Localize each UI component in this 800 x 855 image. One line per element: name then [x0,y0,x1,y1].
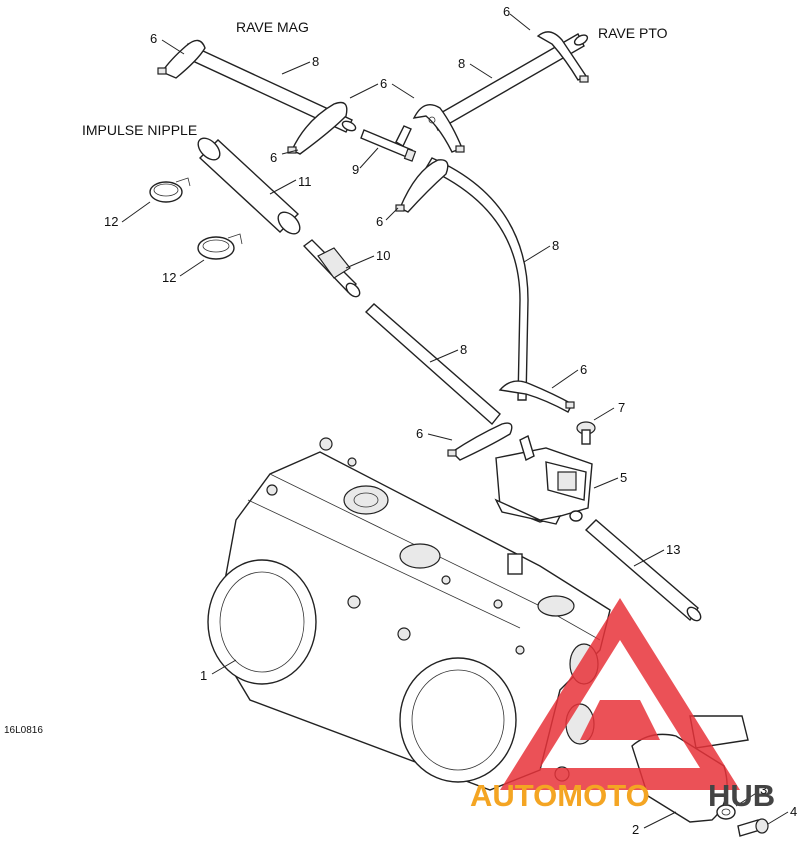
callout-6: 6 [580,362,587,377]
hose-13 [584,519,702,622]
clamp-12-b [197,233,243,260]
callout-6: 6 [416,426,423,441]
nipple-10 [302,239,361,298]
callout-5: 5 [620,470,627,485]
screw-7 [576,421,596,445]
callout-6: 6 [150,31,157,46]
label-rave-pto: RAVE PTO [598,25,668,41]
watermark: AUTOMOTO HUB [470,598,775,813]
callout-13: 13 [666,542,680,557]
callout-8: 8 [312,54,319,69]
callout-4: 4 [790,804,797,819]
clamp-6-b [287,101,348,155]
screw-4 [737,818,769,837]
watermark-triangle-logo [500,598,740,790]
hose-impulse-11 [197,137,301,235]
callout-numbers: 6 8 6 8 6 6 9 11 12 12 10 6 8 8 6 6 7 5 … [104,4,797,837]
clamp-6-g [447,422,513,461]
watermark-hub-text: HUB [708,778,775,813]
clamp-6-f [498,380,575,413]
callout-8: 8 [552,238,559,253]
callout-6: 6 [380,76,387,91]
clamp-6-d [395,159,449,213]
drawing-code: 16L0816 [4,725,43,736]
hose-lower [364,303,501,426]
callout-6: 6 [503,4,510,19]
callout-6: 6 [270,150,277,165]
callout-8: 8 [458,56,465,71]
callout-3: 3 [760,782,767,797]
callout-10: 10 [376,248,390,263]
clamp-12-a [149,177,191,203]
label-impulse-nipple: IMPULSE NIPPLE [82,122,197,138]
washer-3 [716,804,736,820]
leader-lines [121,13,789,829]
throttle-body-1 [207,437,611,791]
callout-12: 12 [162,270,176,285]
label-rave-mag: RAVE MAG [236,19,309,35]
callout-8: 8 [460,342,467,357]
clamp-6-a [157,39,206,79]
watermark-auto-text: AUTOMOTO [470,778,650,813]
callout-9: 9 [352,162,359,177]
callout-12: 12 [104,214,118,229]
callout-1: 1 [200,668,207,683]
hose-rave-long [424,157,529,401]
t-fitting-9 [360,125,417,162]
solenoid-5 [494,435,593,525]
callout-11: 11 [298,174,312,189]
clamp-6-e [536,31,589,83]
callout-7: 7 [618,400,625,415]
callout-6: 6 [376,214,383,229]
callout-2: 2 [632,822,639,837]
clamp-6-c [412,104,465,153]
